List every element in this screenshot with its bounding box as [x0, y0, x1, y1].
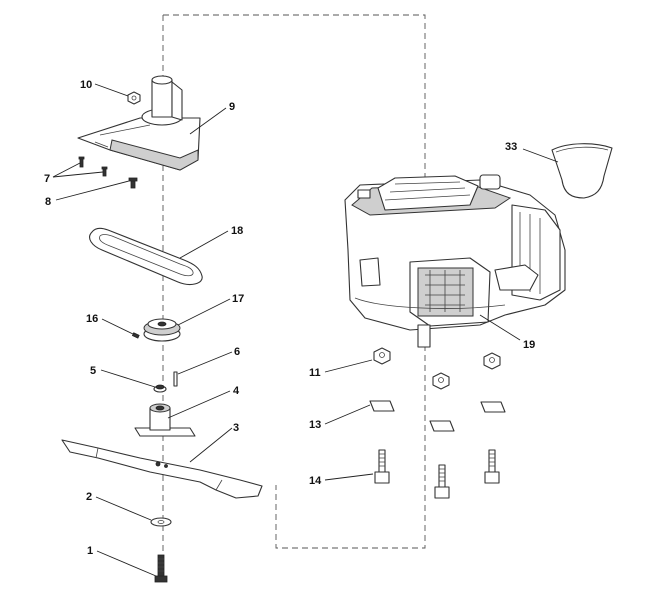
part-1-bolt	[154, 554, 168, 583]
callout-7: 7	[44, 173, 50, 185]
part-19-engine	[344, 174, 566, 348]
callout-11: 11	[309, 367, 321, 379]
part-9-belt-cover	[77, 75, 201, 171]
callout-4: 4	[233, 385, 240, 397]
part-5-nut	[153, 384, 167, 393]
part-10-nut	[127, 91, 141, 105]
callout-2: 2	[86, 491, 92, 503]
leader-lines	[52, 83, 559, 577]
part-6-key	[173, 371, 178, 387]
callout-10: 10	[80, 79, 92, 91]
part-11-nuts	[373, 347, 501, 390]
part-33-cover	[551, 143, 613, 199]
part-3-blade	[61, 439, 263, 499]
part-17-pulley	[143, 318, 181, 342]
callout-14: 14	[309, 475, 322, 487]
part-2-washer	[150, 517, 172, 527]
part-16-set-screw	[131, 332, 140, 339]
callout-9: 9	[229, 101, 235, 113]
part-8-bolt	[128, 177, 138, 189]
callout-5: 5	[90, 365, 96, 377]
callout-6: 6	[234, 346, 240, 358]
callout-17: 17	[232, 293, 244, 305]
part-18-belt	[89, 227, 203, 285]
callout-18: 18	[231, 225, 243, 237]
callout-3: 3	[233, 422, 239, 434]
callout-8: 8	[45, 196, 51, 208]
part-13-spacers	[369, 400, 506, 432]
part-14-bolts	[374, 449, 500, 499]
callout-1: 1	[87, 545, 93, 557]
callout-33: 33	[505, 141, 517, 153]
callout-labels: 10 9 7 8 18 17 16 6 5 4 3 2 1 33 19 11 1…	[44, 79, 535, 557]
callout-13: 13	[309, 419, 321, 431]
callout-19: 19	[523, 339, 535, 351]
part-4-blade-adapter	[134, 403, 196, 437]
callout-16: 16	[86, 313, 98, 325]
